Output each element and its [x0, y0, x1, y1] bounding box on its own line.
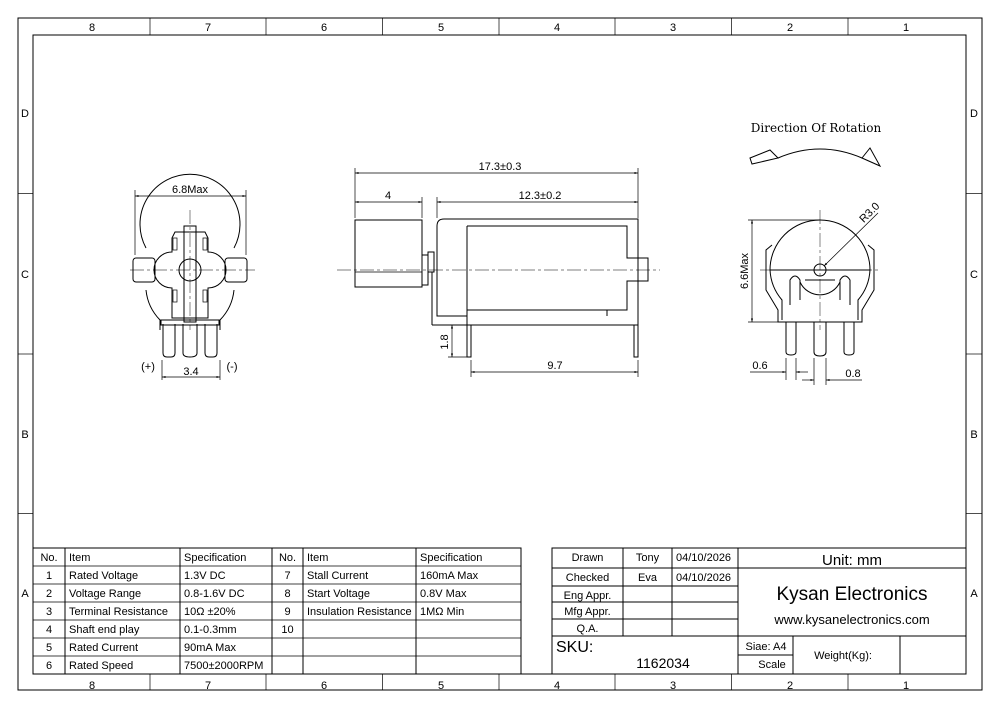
zone-row-label: A: [970, 588, 978, 600]
zone-column-label: 3: [670, 22, 676, 34]
spec-cell: 9: [284, 606, 290, 618]
spec-cell: Start Voltage: [307, 588, 370, 600]
spec-cell: 6: [46, 660, 52, 672]
approval-cell: Mfg Appr.: [564, 606, 610, 618]
spec-cell: Stall Current: [307, 570, 368, 582]
zone-column-label: 6: [321, 22, 327, 34]
zone-column-label: 4: [554, 680, 560, 692]
spec-header: No.: [40, 552, 57, 564]
spec-cell: Shaft end play: [69, 624, 140, 636]
plus-terminal-label: (+): [141, 361, 155, 373]
zone-column-label: 5: [438, 680, 444, 692]
approval-cell: 04/10/2026: [676, 552, 731, 564]
dimension-0-6: 0.6: [752, 360, 767, 372]
zone-row-label: D: [970, 108, 978, 120]
zone-row-label: C: [21, 269, 29, 281]
zone-row-label: B: [21, 429, 28, 441]
spec-cell: 8: [284, 588, 290, 600]
radius-dimension: R3.0: [857, 200, 882, 225]
sku-label: SKU:: [556, 639, 593, 656]
rotation-title: Direction Of Rotation: [751, 121, 882, 135]
spec-cell: 0.1-0.3mm: [184, 624, 237, 636]
spec-cell: 3: [46, 606, 52, 618]
spec-cell: 1.3V DC: [184, 570, 226, 582]
spec-cell: Voltage Range: [69, 588, 141, 600]
spec-cell: 4: [46, 624, 52, 636]
zone-column-label: 1: [903, 680, 909, 692]
spec-cell: 160mA Max: [420, 570, 479, 582]
rear-view: Direction Of Rotation R3.0 6.6Max 0.6 0.…: [739, 121, 882, 385]
spec-cell: 1: [46, 570, 52, 582]
weight-length-dimension: 4: [385, 190, 391, 202]
unit-label: Unit: mm: [822, 552, 882, 569]
pin-span-dimension: 9.7: [547, 360, 562, 372]
zone-column-label: 1: [903, 22, 909, 34]
dimension-0-8: 0.8: [845, 368, 860, 380]
zone-column-label: 6: [321, 680, 327, 692]
spec-cell: 1MΩ Min: [420, 606, 464, 618]
approval-cell: Eva: [638, 572, 658, 584]
approval-cell: Tony: [636, 552, 660, 564]
zone-column-label: 2: [787, 22, 793, 34]
spec-cell: 7500±2000RPM: [184, 660, 263, 672]
spec-header: Item: [69, 552, 90, 564]
spec-header: Specification: [420, 552, 482, 564]
approval-cell: 04/10/2026: [676, 572, 731, 584]
spec-cell: 0.8V Max: [420, 588, 467, 600]
sku-value: 1162034: [636, 655, 690, 671]
spec-cell: 0.8-1.6V DC: [184, 588, 245, 600]
spec-header: Item: [307, 552, 328, 564]
pin-pitch-dimension: 3.4: [183, 366, 198, 378]
scale-label: Scale: [758, 659, 786, 671]
spec-cell: 2: [46, 588, 52, 600]
approval-cell: Checked: [566, 572, 609, 584]
zone-column-label: 7: [205, 22, 211, 34]
zone-ticks: [18, 18, 982, 690]
approval-cell: Q.A.: [576, 623, 598, 635]
spec-cell: 10Ω ±20%: [184, 606, 236, 618]
spec-header: No.: [279, 552, 296, 564]
spec-cell: Rated Voltage: [69, 570, 138, 582]
zone-row-label: C: [970, 269, 978, 281]
body-length-dimension: 12.3±0.2: [519, 190, 562, 202]
zone-column-label: 7: [205, 680, 211, 692]
zone-column-label: 5: [438, 22, 444, 34]
front-view: 6.8Max 3.4 (+) (-): [130, 173, 255, 380]
zone-row-label: D: [21, 108, 29, 120]
company-website: www.kysanelectronics.com: [773, 612, 929, 627]
approval-cell: Drawn: [572, 552, 604, 564]
spec-header: Specification: [184, 552, 246, 564]
spec-cell: 5: [46, 642, 52, 654]
zone-row-label: A: [21, 588, 29, 600]
spec-cell: Rated Current: [69, 642, 138, 654]
zone-row-label: B: [970, 429, 977, 441]
minus-terminal-label: (-): [227, 361, 238, 373]
size-label: Siae: A4: [746, 641, 787, 653]
zone-column-label: 4: [554, 22, 560, 34]
rotation-arrow-icon: [777, 148, 863, 159]
title-block: Unit: mm Kysan Electronics www.kysanelec…: [551, 547, 967, 675]
spec-table: No. Item Specification No. Item Specification…: [32, 547, 522, 675]
spec-cell: 7: [284, 570, 290, 582]
weight-label: Weight(Kg):: [814, 650, 872, 662]
total-length-dimension: 17.3±0.3: [479, 161, 522, 173]
zone-column-label: 8: [89, 680, 95, 692]
spec-cell: Insulation Resistance: [307, 606, 412, 618]
spec-cell: 10: [281, 624, 293, 636]
width-dimension: 6.8Max: [172, 184, 209, 196]
spec-cell: Terminal Resistance: [69, 606, 168, 618]
company-name: Kysan Electronics: [776, 584, 927, 605]
pin-height-dimension: 1.8: [439, 334, 451, 349]
spec-cell: Rated Speed: [69, 660, 133, 672]
side-view: 17.3±0.3 4 12.3±0.2 1.8 9.7: [337, 161, 660, 377]
approval-cell: Eng Appr.: [564, 590, 612, 602]
height-dimension: 6.6Max: [739, 252, 751, 289]
zone-column-label: 8: [89, 22, 95, 34]
spec-cell: 90mA Max: [184, 642, 236, 654]
zone-column-label: 3: [670, 680, 676, 692]
zone-column-label: 2: [787, 680, 793, 692]
